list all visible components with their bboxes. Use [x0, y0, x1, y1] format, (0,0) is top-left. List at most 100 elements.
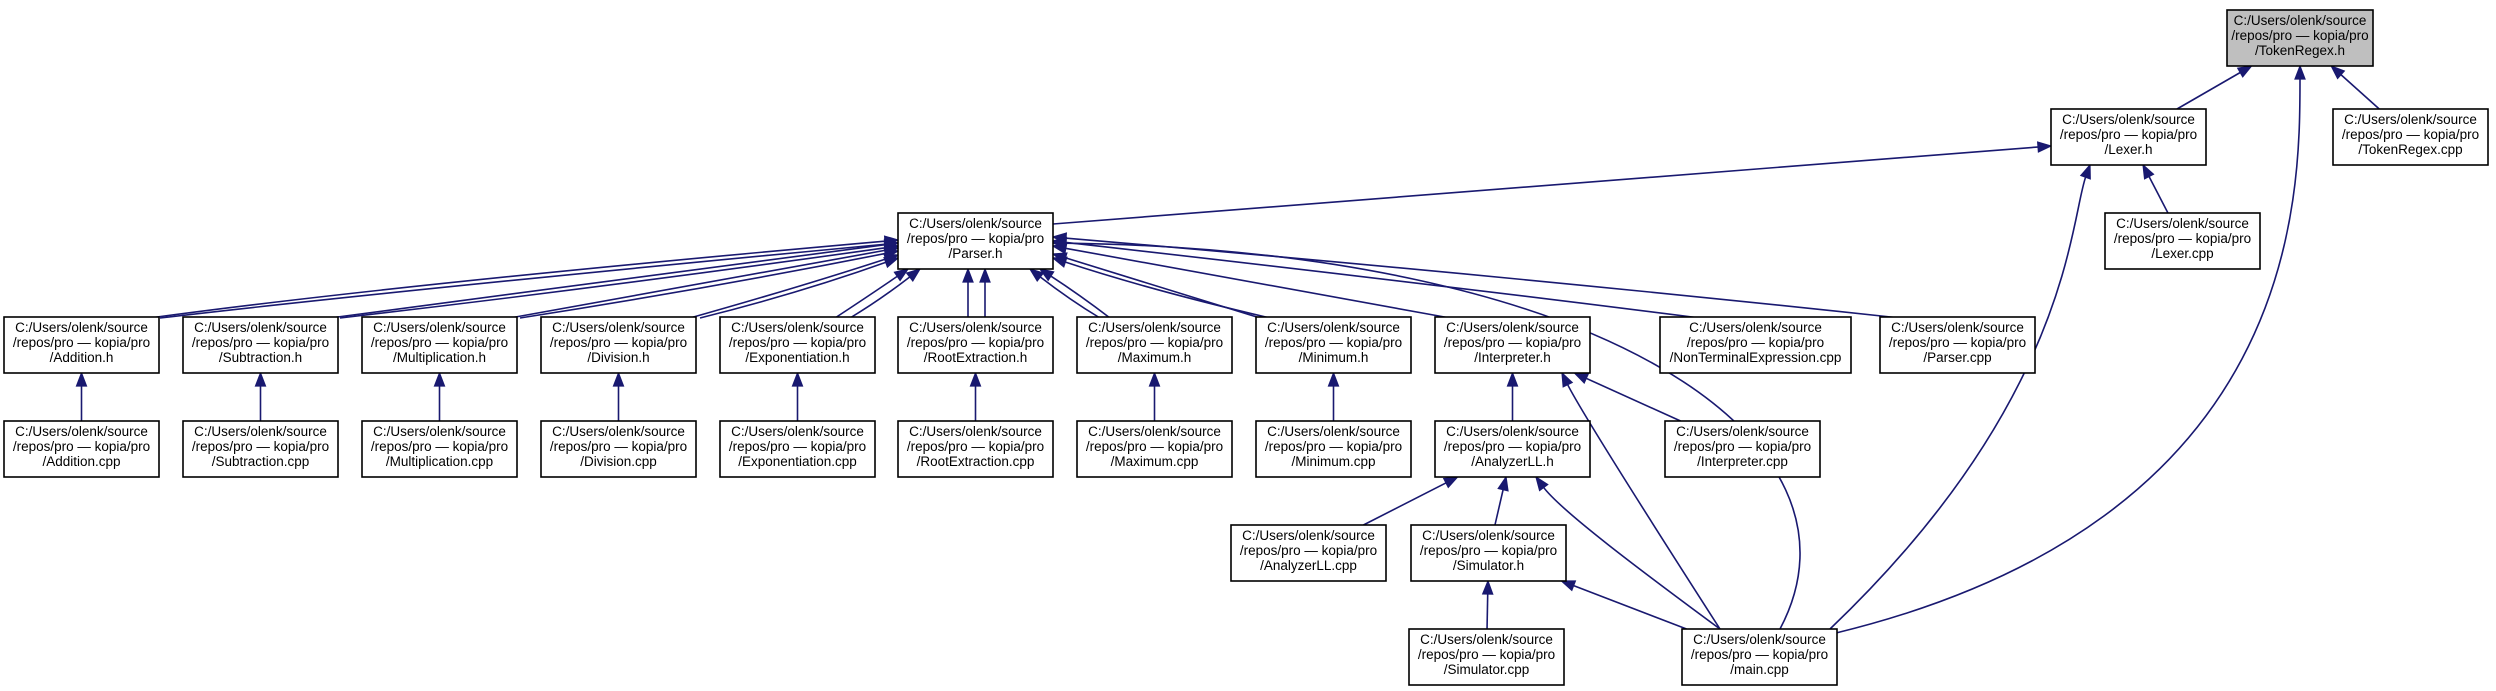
node-label-line: /Exponentiation.cpp: [738, 454, 857, 469]
node-parser-cpp[interactable]: C:/Users/olenk/source/repos/pro — kopia/…: [1879, 316, 2036, 374]
node-label-line: /repos/pro — kopia/pro: [1265, 335, 1402, 350]
node-rootextraction-h[interactable]: C:/Users/olenk/source/repos/pro — kopia/…: [897, 316, 1054, 374]
edge-line: [1835, 77, 2301, 634]
node-addition-cpp[interactable]: C:/Users/olenk/source/repos/pro — kopia/…: [3, 420, 160, 478]
arrowhead: [1572, 372, 1590, 384]
node-minimum-cpp[interactable]: C:/Users/olenk/source/repos/pro — kopia/…: [1255, 420, 1412, 478]
arrowhead: [1559, 580, 1577, 592]
arrowhead: [1038, 268, 1055, 282]
arrowhead: [2079, 163, 2091, 180]
arrowhead: [883, 253, 900, 265]
edge-multiplication_cpp-to-multiplication_h: [433, 371, 446, 421]
node-label-line: /Parser.h: [948, 246, 1002, 261]
arrowhead: [1327, 371, 1340, 387]
node-box: [1076, 316, 1233, 374]
node-division-cpp[interactable]: C:/Users/olenk/source/repos/pro — kopia/…: [540, 420, 697, 478]
node-box: [182, 316, 339, 374]
edge-exponentiation_cpp-to-exponentiation_h: [791, 371, 804, 421]
node-subtraction-h[interactable]: C:/Users/olenk/source/repos/pro — kopia/…: [182, 316, 339, 374]
node-multiplication-cpp[interactable]: C:/Users/olenk/source/repos/pro — kopia/…: [361, 420, 518, 478]
node-box: [1434, 420, 1591, 478]
edge-line: [1049, 274, 1111, 319]
node-rootextraction-cpp[interactable]: C:/Users/olenk/source/repos/pro — kopia/…: [897, 420, 1054, 478]
node-subtraction-cpp[interactable]: C:/Users/olenk/source/repos/pro — kopia/…: [182, 420, 339, 478]
edge-line: [1494, 488, 1505, 526]
node-label-line: C:/Users/olenk/source: [373, 320, 506, 335]
graph-nodes: C:/Users/olenk/source/repos/pro — kopia/…: [3, 9, 2489, 686]
node-label-line: /repos/pro — kopia/pro: [1674, 439, 1811, 454]
node-label-line: C:/Users/olenk/source: [552, 424, 685, 439]
edge-tokenregex_cpp-to-tokenregex_h: [2330, 64, 2380, 110]
node-analyzerll-cpp[interactable]: C:/Users/olenk/source/repos/pro — kopia/…: [1230, 524, 1387, 582]
node-lexer-h[interactable]: C:/Users/olenk/source/repos/pro — kopia/…: [2050, 108, 2207, 166]
node-exponentiation-h[interactable]: C:/Users/olenk/source/repos/pro — kopia/…: [719, 316, 876, 374]
node-label-line: C:/Users/olenk/source: [731, 424, 864, 439]
node-box: [897, 212, 1054, 270]
node-label-line: C:/Users/olenk/source: [1422, 528, 1555, 543]
edge-simulator_h-to-analyzerll_h: [1494, 475, 1509, 526]
node-label-line: C:/Users/olenk/source: [194, 424, 327, 439]
edge-line: [1585, 377, 1681, 422]
node-analyzerll-h[interactable]: C:/Users/olenk/source/repos/pro — kopia/…: [1434, 420, 1591, 478]
node-label-line: /repos/pro — kopia/pro: [2114, 231, 2251, 246]
node-lexer-cpp[interactable]: C:/Users/olenk/source/repos/pro — kopia/…: [2104, 212, 2261, 270]
node-box: [1408, 628, 1565, 686]
edge-line: [689, 257, 887, 319]
node-tokenregex-cpp[interactable]: C:/Users/olenk/source/repos/pro — kopia/…: [2332, 108, 2489, 166]
node-interpreter-h[interactable]: C:/Users/olenk/source/repos/pro — kopia/…: [1434, 316, 1591, 374]
edge-line: [1064, 237, 1901, 319]
edge-line: [329, 243, 887, 319]
node-simulator-h[interactable]: C:/Users/olenk/source/repos/pro — kopia/…: [1410, 524, 1567, 582]
edge-parser_h-to-lexer_h: [1052, 141, 2053, 225]
arrowhead: [1051, 252, 1068, 264]
node-box: [1659, 316, 1852, 374]
node-box: [1879, 316, 2036, 374]
node-maximum-h[interactable]: C:/Users/olenk/source/repos/pro — kopia/…: [1076, 316, 1233, 374]
node-box: [897, 316, 1054, 374]
edge-subtraction_cpp-to-subtraction_h: [254, 371, 267, 421]
node-label-line: /repos/pro — kopia/pro: [1240, 543, 1377, 558]
edge-division_h-to-parser_h: [689, 253, 900, 319]
edge-maximum_h-to-parser_h: [1038, 268, 1111, 319]
arrowhead: [1051, 237, 1067, 250]
node-simulator-cpp[interactable]: C:/Users/olenk/source/repos/pro — kopia/…: [1408, 628, 1565, 686]
node-division-h[interactable]: C:/Users/olenk/source/repos/pro — kopia/…: [540, 316, 697, 374]
node-exponentiation-cpp[interactable]: C:/Users/olenk/source/repos/pro — kopia/…: [719, 420, 876, 478]
node-label-line: /Multiplication.h: [393, 350, 486, 365]
edge-line: [339, 246, 887, 319]
edge-minimum_h-to-parser_h: [1051, 252, 1261, 319]
arrowhead: [1497, 475, 1509, 492]
node-label-line: /repos/pro — kopia/pro: [13, 335, 150, 350]
node-main-cpp[interactable]: C:/Users/olenk/source/repos/pro — kopia/…: [1681, 628, 1838, 686]
edge-line: [1542, 486, 1721, 630]
node-box: [361, 420, 518, 478]
edge-line: [1829, 176, 2087, 630]
edge-simulator_cpp-to-simulator_h: [1481, 579, 1494, 630]
arrowhead: [1506, 371, 1519, 387]
edge-line: [1064, 256, 1261, 319]
node-minimum-h[interactable]: C:/Users/olenk/source/repos/pro — kopia/…: [1255, 316, 1412, 374]
node-tokenregex-h[interactable]: C:/Users/olenk/source/repos/pro — kopia/…: [2226, 9, 2374, 67]
node-label-line: /TokenRegex.cpp: [2358, 142, 2462, 157]
edge-maximum_cpp-to-maximum_h: [1148, 371, 1161, 421]
node-interpreter-cpp[interactable]: C:/Users/olenk/source/repos/pro — kopia/…: [1664, 420, 1821, 478]
edge-division_h-to-parser_h: [699, 257, 900, 319]
node-label-line: /repos/pro — kopia/pro: [13, 439, 150, 454]
node-label-line: /Interpreter.h: [1474, 350, 1551, 365]
node-box: [540, 316, 697, 374]
node-multiplication-h[interactable]: C:/Users/olenk/source/repos/pro — kopia/…: [361, 316, 518, 374]
node-label-line: C:/Users/olenk/source: [2234, 13, 2367, 28]
node-label-line: /Simulator.cpp: [1444, 662, 1530, 677]
node-maximum-cpp[interactable]: C:/Users/olenk/source/repos/pro — kopia/…: [1076, 420, 1233, 478]
node-box: [1255, 420, 1412, 478]
node-label-line: /Lexer.h: [2104, 142, 2152, 157]
node-addition-h[interactable]: C:/Users/olenk/source/repos/pro — kopia/…: [3, 316, 160, 374]
node-box: [3, 420, 160, 478]
arrowhead: [1028, 267, 1045, 282]
edge-parser_cpp-to-parser_h: [1051, 232, 1901, 319]
arrowhead: [612, 371, 625, 387]
edge-analyzerll_h-to-interpreter_h: [1506, 371, 1519, 421]
node-nonterminal-cpp[interactable]: C:/Users/olenk/source/repos/pro — kopia/…: [1659, 316, 1852, 374]
node-box: [1664, 420, 1821, 478]
node-parser-h[interactable]: C:/Users/olenk/source/repos/pro — kopia/…: [897, 212, 1054, 270]
